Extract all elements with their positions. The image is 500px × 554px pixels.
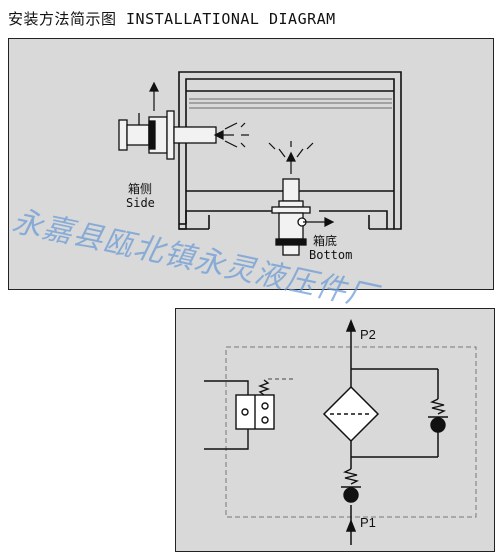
side-arrows — [149, 81, 249, 148]
clogging-indicator — [204, 378, 296, 450]
inlet-check-valve — [341, 468, 361, 503]
bypass-check-valve — [428, 398, 448, 433]
oil-level-lines — [189, 98, 392, 109]
main-flow-line — [345, 318, 439, 545]
side-mounted-filter — [118, 110, 217, 160]
diagram-title: 安装方法简示图 INSTALLATIONAL DIAGRAM — [8, 10, 336, 28]
bottom-mounted-filter — [271, 178, 325, 256]
filter-element-symbol — [322, 385, 380, 443]
port-p1-label: P1 — [360, 515, 376, 530]
tank-base — [178, 210, 394, 230]
bottom-label-cn: 箱底 — [313, 234, 338, 248]
bottom-label-en: Bottom — [309, 248, 353, 262]
side-label-cn: 箱侧 — [128, 182, 153, 196]
hydraulic-schematic — [204, 318, 477, 545]
installation-diagram-panel: 箱侧 Side 箱底 Bottom — [8, 38, 494, 290]
hydraulic-schematic-panel: P2 P1 — [175, 308, 495, 552]
installation-drawing — [118, 71, 402, 256]
side-label-en: Side — [126, 196, 155, 210]
bottom-arrows — [268, 141, 335, 227]
port-p2-label: P2 — [360, 327, 376, 342]
